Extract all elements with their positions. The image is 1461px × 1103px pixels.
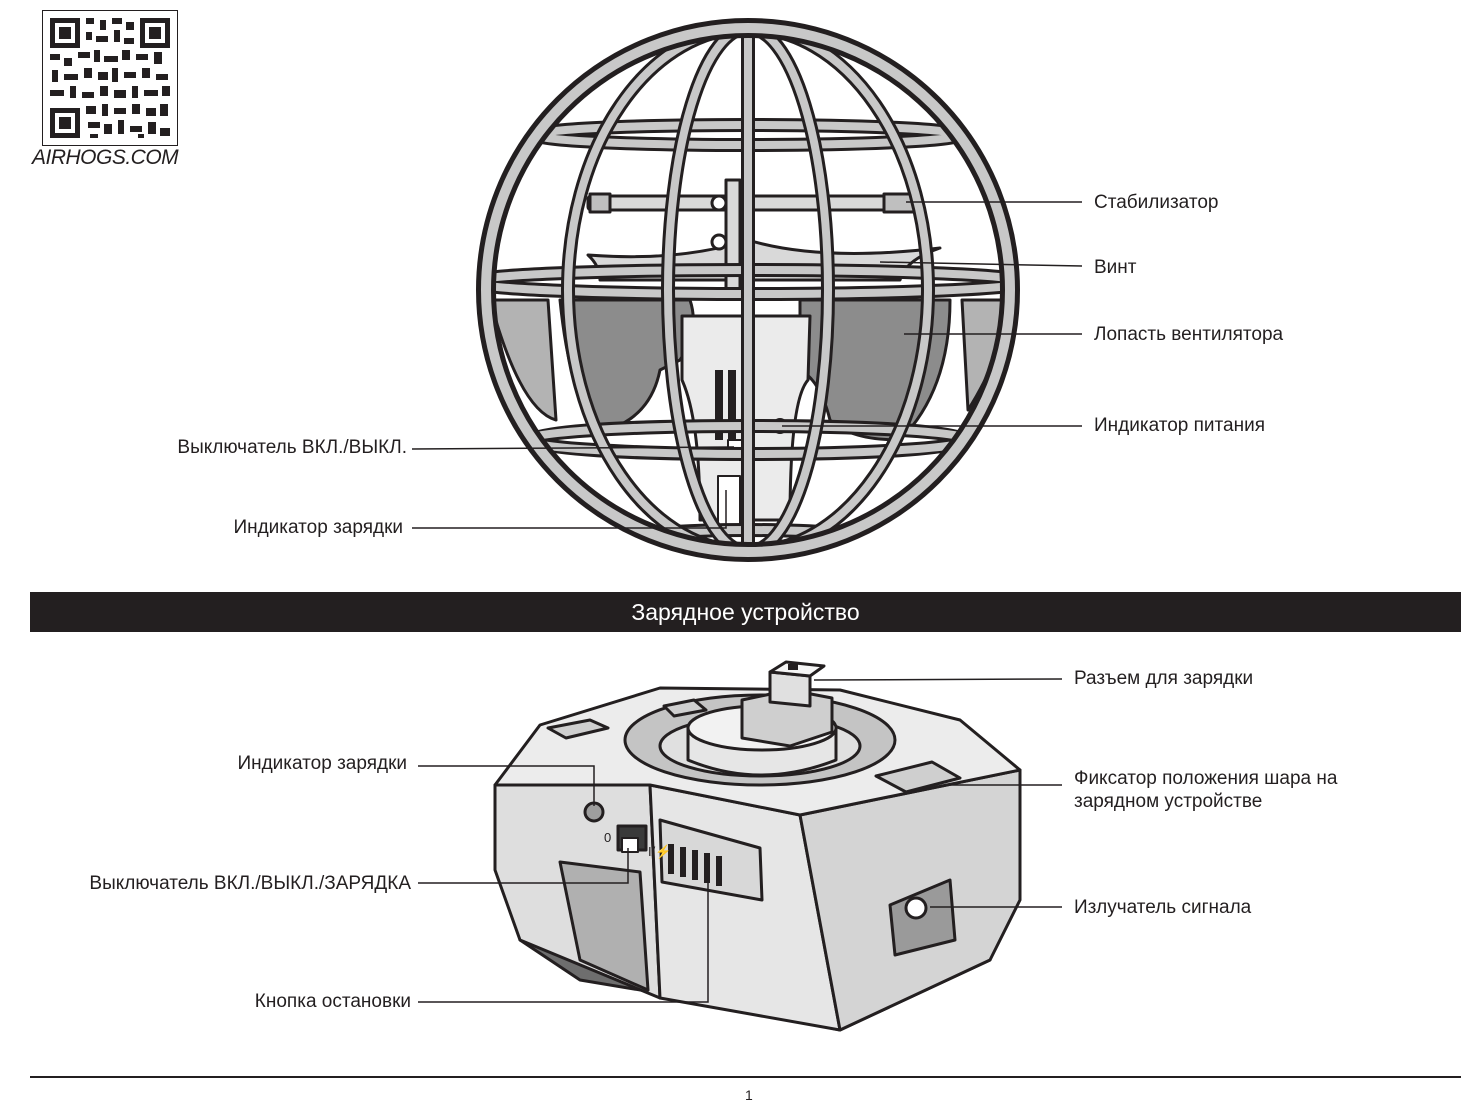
website-text[interactable]: AIRHOGS.COM [32,146,179,169]
footer-rule [30,1076,1461,1078]
label-fan-blade: Лопасть вентилятора [1094,324,1284,345]
label-ball-lock: Фиксатор положения шара на зарядном устр… [1074,768,1338,812]
label-charge-connector: Разъем для зарядки [1074,668,1254,689]
charger-section-banner: Зарядное устройство [30,592,1461,632]
switch-off-mark: 0 [604,830,611,845]
label-stabilizer: Стабилизатор [1094,192,1219,213]
label-power-indicator: Индикатор питания [1094,415,1265,436]
charger-device [493,660,1022,1032]
label-on-off-switch: Выключатель ВКЛ./ВЫКЛ. [177,437,407,458]
charger-section-title: Зарядное устройство [631,599,860,625]
qr-code [42,10,178,146]
label-charger-charge-indicator: Индикатор зарядки [237,753,407,774]
switch-on-mark: I/⚡ [648,844,671,860]
flying-ball [476,18,1020,562]
label-propeller: Винт [1094,257,1137,278]
label-stop-button: Кнопка остановки [254,991,411,1012]
label-on-off-charge-switch: Выключатель ВКЛ./ВЫКЛ./ЗАРЯДКА [89,873,411,894]
label-signal-emitter: Излучатель сигнала [1074,897,1252,918]
label-ball-charge-indicator: Индикатор зарядки [233,517,403,538]
page-number: 1 [745,1087,753,1103]
